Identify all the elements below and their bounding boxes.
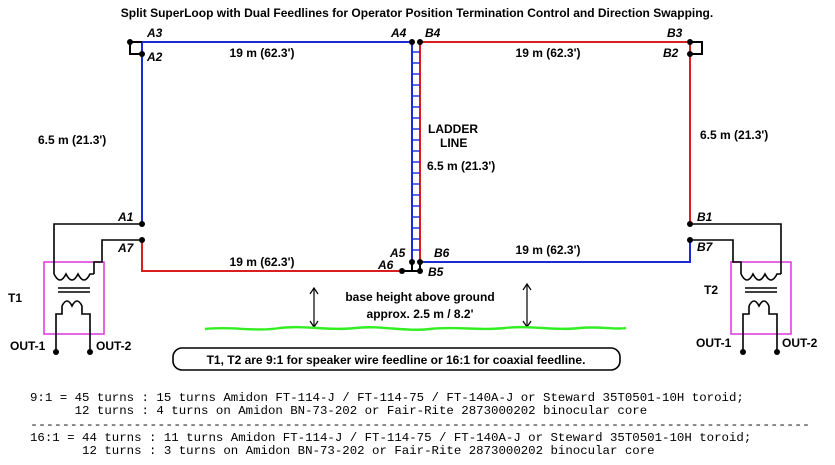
label-B7: B7 [697,240,714,254]
right-corner-jumper [690,41,703,55]
dim-top-left: 19 m (62.3') [230,46,295,60]
right-loop-blue-wire [420,240,691,263]
ground-label-2: approx. 2.5 m / 8.2' [367,307,474,321]
t1-label: T1 [8,291,22,305]
t1-out1: OUT-1 [10,339,46,353]
t2-box [730,261,792,335]
label-B3: B3 [667,26,683,40]
t2-label: T2 [704,283,718,297]
label-B6: B6 [434,246,450,260]
label-A7: A7 [117,241,135,255]
right-loop [419,41,703,263]
dim-left-side: 6.5 m (21.3') [38,133,106,147]
t2-out2: OUT-2 [782,336,818,350]
ladder-line [402,42,421,272]
left-corner-jumper [129,41,142,55]
winding-notes: 9:1 = 45 turns : 15 turns Amidon FT-114-… [30,391,810,458]
dim-bottom-left: 19 m (62.3') [230,255,295,269]
dim-right-side: 6.5 m (21.3') [700,128,768,142]
winding-note-1: 9:1 = 45 turns : 15 turns Amidon FT-114-… [30,391,744,405]
label-B1: B1 [697,210,713,224]
left-loop-red-wire [141,240,402,272]
left-loop-blue-wire [141,41,413,262]
label-A1: A1 [117,210,134,224]
dimension-labels: 19 m (62.3') 19 m (62.3') 19 m (62.3') 1… [38,46,768,269]
right-loop-red-wire [419,41,691,262]
label-B5: B5 [428,265,444,279]
connection-dots [127,39,693,274]
left-loop [129,41,413,272]
t2-out1: OUT-1 [696,336,732,350]
transformer-t1: T1 OUT-1 OUT-2 [8,223,142,355]
point-labels: A3 A2 A4 B4 B3 B2 A1 A7 B1 B7 A5 A6 B6 B… [117,26,714,279]
winding-note-3: 16:1 = 44 turns : 11 turns Amidon FT-114… [30,431,751,445]
label-B2: B2 [663,46,679,60]
t1-box [43,261,105,335]
label-B4: B4 [425,26,441,40]
note-box [172,347,621,371]
ground-indicator: base height above ground approx. 2.5 m /… [204,282,627,331]
winding-note-4: 12 turns : 3 turns on Amidon BN-73-202 o… [30,444,655,458]
dim-ladder-length: 6.5 m (21.3') [427,159,495,173]
label-A2: A2 [146,50,163,64]
label-A4: A4 [390,26,407,40]
winding-divider: ----------------------------------------… [30,418,810,432]
ladder-label-1: LADDER [428,122,478,136]
t1-out2: OUT-2 [96,339,132,353]
ladder-rungs [412,51,420,251]
diagram-title: Split SuperLoop with Dual Feedlines for … [121,6,713,20]
winding-note-2: 12 turns : 4 turns on Amidon BN-73-202 o… [30,404,647,418]
ladder-label-2: LINE [440,136,467,150]
ground-line [204,325,627,331]
note-text: T1, T2 are 9:1 for speaker wire feedline… [207,353,586,367]
dim-bottom-right: 19 m (62.3') [516,243,581,257]
label-A5: A5 [389,246,406,260]
transformer-t2: T2 OUT-1 OUT-2 [690,223,818,355]
label-A6: A6 [377,258,394,272]
label-A3: A3 [146,26,163,40]
ground-label-1: base height above ground [345,290,494,304]
dim-top-right: 19 m (62.3') [516,46,581,60]
